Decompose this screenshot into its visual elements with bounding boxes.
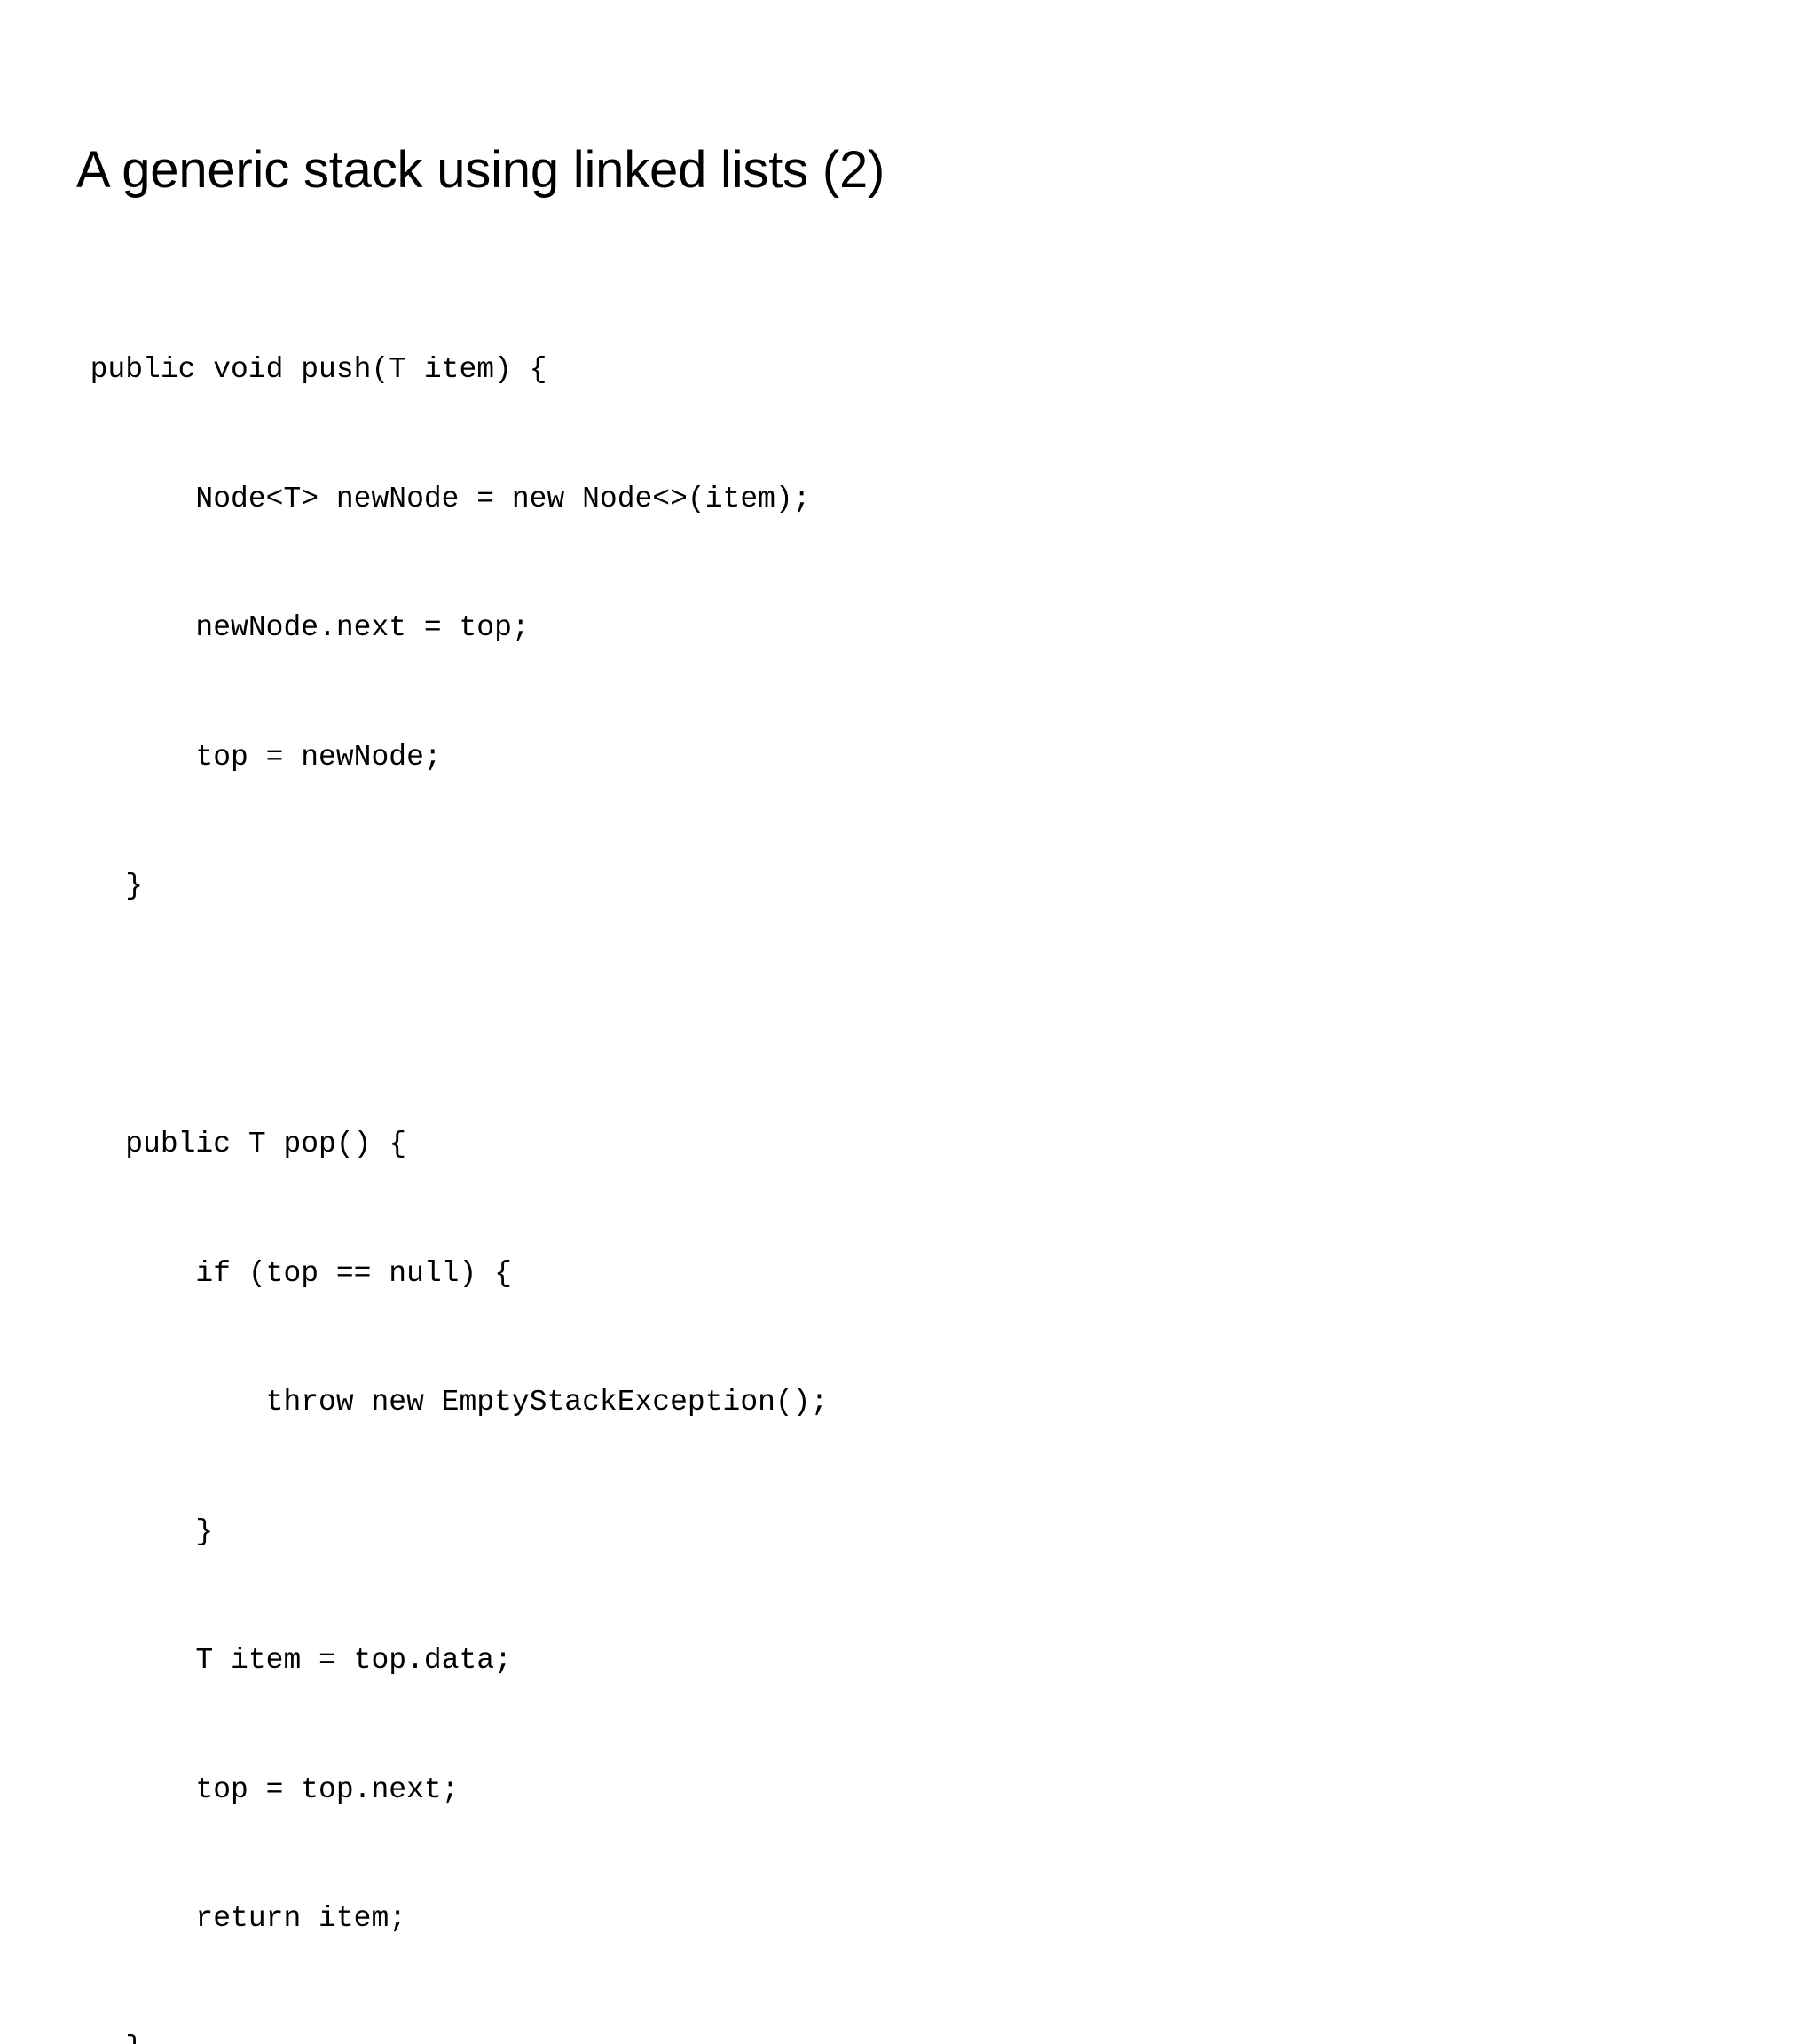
code-line: throw new EmptyStackException(); [55, 1381, 828, 1425]
code-line: top = top.next; [55, 1769, 828, 1812]
code-line: return item; [55, 1898, 828, 1941]
code-line: newNode.next = top; [55, 607, 828, 650]
code-line: public T pop() { [55, 1123, 828, 1167]
code-line-blank [55, 994, 828, 1038]
code-line: Node<T> newNode = new Node<>(item); [55, 478, 828, 522]
code-line: } [55, 2027, 828, 2044]
code-line: public void push(T item) { [55, 349, 828, 392]
slide-canvas: A generic stack using linked lists (2) p… [0, 0, 1817, 1022]
code-line: top = newNode; [55, 736, 828, 780]
code-line: } [55, 865, 828, 908]
code-block: public void push(T item) { Node<T> newNo… [55, 263, 828, 2044]
code-line: if (top == null) { [55, 1253, 828, 1296]
code-line: } [55, 1511, 828, 1554]
code-line: T item = top.data; [55, 1639, 828, 1683]
page-title: A generic stack using linked lists (2) [76, 141, 885, 200]
